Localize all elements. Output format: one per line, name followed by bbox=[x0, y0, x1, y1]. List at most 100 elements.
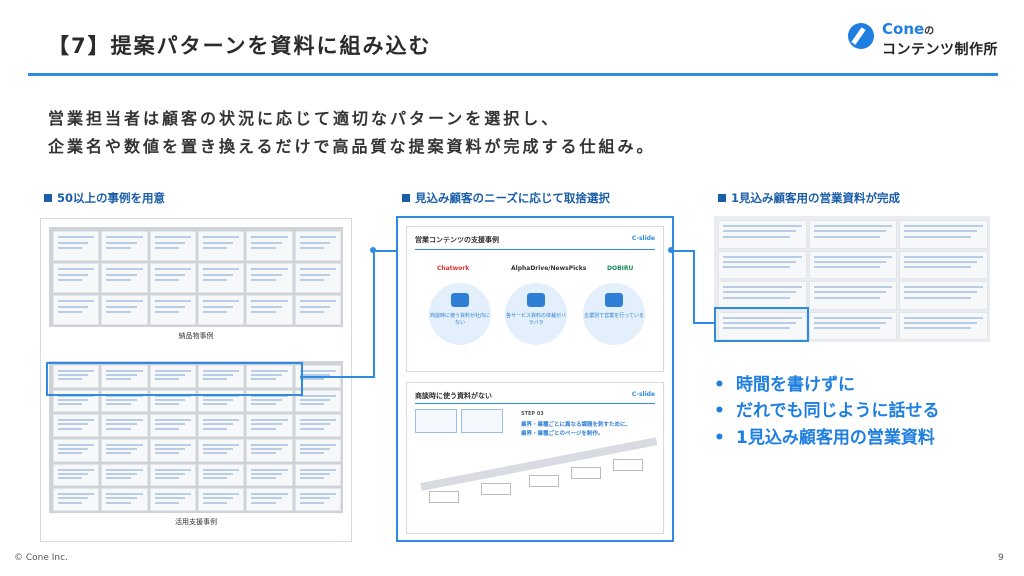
connector-line bbox=[693, 322, 715, 324]
step-desc-2: 業界・業種ごとのページを制作。 bbox=[521, 431, 604, 437]
section-heading-left: 50以上の事例を用意 bbox=[44, 190, 165, 206]
card-divider bbox=[415, 249, 655, 250]
step-label: STEP 03 bbox=[521, 411, 544, 417]
slide-thumbnail bbox=[149, 488, 196, 511]
slide-thumbnail bbox=[718, 250, 807, 279]
square-bullet-icon bbox=[402, 194, 410, 202]
slide-thumbnail bbox=[101, 414, 148, 437]
slide-thumbnail bbox=[198, 263, 245, 293]
slide-thumbnail bbox=[198, 295, 245, 325]
slide-thumbnail bbox=[246, 365, 293, 388]
slide-thumbnail bbox=[198, 463, 245, 487]
connector-line bbox=[373, 250, 397, 252]
connector-line bbox=[373, 250, 375, 378]
slide-thumbnail bbox=[718, 220, 807, 249]
card-brand: C-slide bbox=[631, 391, 655, 398]
step-box bbox=[481, 483, 511, 495]
slide-card-no-materials: 商談時に使う資料がない C-slide STEP 03 業界・業種ごとに異なる課… bbox=[406, 382, 664, 534]
slide-thumbnail bbox=[294, 488, 341, 511]
selected-slide-highlight bbox=[714, 307, 809, 342]
people-icon bbox=[451, 293, 469, 307]
slide-thumbnail bbox=[899, 250, 988, 279]
card-divider bbox=[415, 403, 655, 404]
slide-thumbnail bbox=[53, 263, 100, 293]
slide-thumbnail bbox=[294, 414, 341, 437]
page-number: 9 bbox=[998, 553, 1004, 563]
step-box bbox=[529, 475, 559, 487]
selected-row-highlight bbox=[46, 362, 303, 396]
logo-subtitle: コンテンツ制作所 bbox=[882, 42, 998, 58]
slide-thumbnail bbox=[149, 231, 196, 261]
slide-thumbnail bbox=[246, 488, 293, 511]
slide-thumbnail bbox=[101, 365, 148, 388]
slide-thumbnail bbox=[808, 220, 898, 249]
slide-thumbnail bbox=[198, 439, 245, 462]
slide-thumbnail bbox=[198, 365, 245, 388]
slide-thumbnail bbox=[101, 439, 148, 462]
connector-line bbox=[671, 250, 695, 252]
slide-thumbnail bbox=[808, 281, 898, 310]
support-caption: 活用支援事例 bbox=[175, 518, 217, 526]
slide-thumbnail bbox=[294, 231, 341, 261]
slide-thumbnail bbox=[53, 295, 100, 325]
step-box bbox=[571, 467, 601, 479]
slide-thumbnail bbox=[294, 295, 341, 325]
slide-card-support-cases: 営業コンテンツの支援事例 C-slide Chatwork AlphaDrive… bbox=[406, 226, 664, 372]
slide-thumbnail bbox=[53, 414, 100, 437]
slide-thumbnail bbox=[53, 439, 100, 462]
logo-brand: Cone bbox=[882, 20, 925, 38]
slide-thumbnail bbox=[149, 263, 196, 293]
completed-deck-grid bbox=[714, 216, 990, 342]
step-box bbox=[613, 459, 643, 471]
page-title: 【7】提案パターンを資料に組み込む bbox=[48, 34, 432, 58]
step-desc-1: 業界・業種ごとに異なる課題を刺すために、 bbox=[521, 422, 631, 428]
slide-thumbnail bbox=[198, 231, 245, 261]
issue-circle: 商談時に使う資料が社内にない bbox=[429, 283, 491, 345]
slide-thumbnail bbox=[246, 231, 293, 261]
header-divider bbox=[28, 73, 998, 76]
lead-line-1: 営業担当者は顧客の状況に応じて適切なパターンを選択し、 bbox=[48, 109, 561, 128]
slide-thumbnail bbox=[899, 220, 988, 249]
slide-thumbnail bbox=[101, 488, 148, 511]
slide-thumbnail bbox=[718, 281, 807, 310]
slide-thumbnail bbox=[294, 439, 341, 462]
slide-thumbnail bbox=[149, 295, 196, 325]
bullet-item: •だれでも同じように話せる bbox=[714, 401, 940, 421]
client-logo: Chatwork bbox=[437, 265, 470, 272]
mini-slide bbox=[415, 409, 457, 433]
slide-thumbnail bbox=[246, 463, 293, 487]
slide-thumbnail bbox=[101, 263, 148, 293]
slide-thumbnail bbox=[246, 263, 293, 293]
slide-thumbnail bbox=[101, 295, 148, 325]
slide-thumbnail bbox=[53, 463, 100, 487]
section-heading-right: 1見込み顧客用の営業資料が完成 bbox=[718, 190, 900, 206]
slide-thumbnail bbox=[294, 463, 341, 487]
slide-thumbnail bbox=[808, 311, 898, 340]
slide-thumbnail bbox=[899, 311, 988, 340]
slide-thumbnail bbox=[53, 365, 100, 388]
logo-suffix: の bbox=[924, 26, 935, 37]
slide-thumbnail bbox=[718, 311, 807, 340]
lead-line-2: 企業名や数値を置き換えるだけで高品質な提案資料が完成する仕組み。 bbox=[48, 137, 656, 156]
section-heading-middle: 見込み顧客のニーズに応じて取捨選択 bbox=[402, 190, 610, 206]
copyright: © Cone Inc. bbox=[14, 553, 68, 563]
slide-thumbnail bbox=[198, 488, 245, 511]
slide-thumbnail bbox=[101, 463, 148, 487]
issue-circle: 各サービス資料の体裁がバラバラ bbox=[505, 283, 567, 345]
deliverables-caption: 納品物事例 bbox=[178, 332, 214, 340]
company-logo: Coneの コンテンツ制作所 bbox=[848, 20, 1000, 62]
card-brand: C-slide bbox=[631, 235, 655, 242]
cone-logo-icon bbox=[848, 23, 874, 49]
monitor-icon bbox=[527, 293, 545, 307]
connector-line bbox=[300, 376, 374, 378]
slide-thumbnail bbox=[53, 488, 100, 511]
slide-thumbnail bbox=[53, 231, 100, 261]
card-title: 商談時に使う資料がない bbox=[415, 392, 492, 400]
connector-dot bbox=[370, 247, 376, 253]
slide-thumbnail bbox=[294, 263, 341, 293]
selection-panel: 営業コンテンツの支援事例 C-slide Chatwork AlphaDrive… bbox=[396, 216, 674, 542]
connector-line bbox=[693, 250, 695, 324]
slide-thumbnail bbox=[101, 231, 148, 261]
mini-slide bbox=[461, 409, 503, 433]
slide-thumbnail bbox=[246, 295, 293, 325]
